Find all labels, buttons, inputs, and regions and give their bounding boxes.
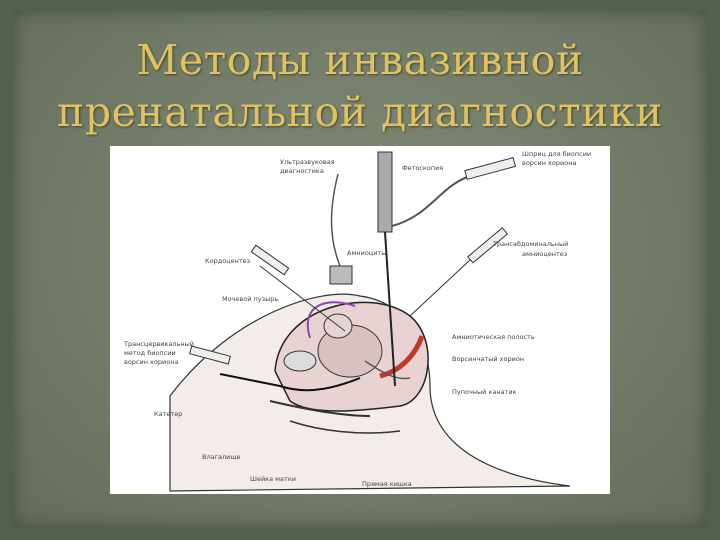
vagina-line xyxy=(269,400,371,417)
label-amnion: Амниоциты xyxy=(347,249,386,257)
title-line-1: Методы инвазивной xyxy=(136,36,584,84)
label-syringe-biopsy: Шприц для биопсии xyxy=(522,150,591,158)
fetoscope-shaft xyxy=(384,231,396,387)
title-line-2: пренатальной диагностики xyxy=(57,88,663,136)
chorion xyxy=(379,335,425,379)
label-ultrasound: Ультразвуковая xyxy=(280,158,335,166)
label-transabdominal: Трансабдоминальный xyxy=(492,240,568,248)
fetoscope-tube xyxy=(391,175,471,227)
rectum-line xyxy=(289,420,401,434)
ultrasound-cable xyxy=(330,173,341,267)
label-bladder: Мочевой пузырь xyxy=(222,295,278,303)
label-amniotic-cavity: Амниотическая полость xyxy=(452,333,535,341)
label-rectum: Прямая кишка xyxy=(362,480,412,488)
label-ultrasound-2: диагностика xyxy=(280,167,324,175)
umbilical-cord-line xyxy=(364,360,411,380)
fetoscope-body xyxy=(377,151,393,233)
label-chorion: Ворсинчатый хорион xyxy=(452,355,524,363)
cordo-needle xyxy=(259,265,346,332)
label-cervix: Шейка матки xyxy=(250,475,296,483)
biopsy-syringe xyxy=(464,157,517,180)
label-transcervical: Трансцервикальный xyxy=(123,340,194,348)
diagram-svg: Ультразвуковая диагностика Фетоскопия Шп… xyxy=(123,150,591,492)
cordo-syringe xyxy=(250,244,290,276)
label-syringe-biopsy-2: ворсин хориона xyxy=(522,159,576,167)
prenatal-diagnosis-diagram: Ультразвуковая диагностика Фетоскопия Шп… xyxy=(110,146,610,494)
placenta xyxy=(306,301,356,339)
label-transabdominal-2: амниоцентез xyxy=(522,250,568,258)
label-vagina: Влагалище xyxy=(202,453,241,461)
transcervical-syringe xyxy=(189,345,231,365)
slide-title: Методы инвазивной пренатальной диагности… xyxy=(20,34,700,138)
label-umbilical-cord: Пупочный канатик xyxy=(452,388,517,396)
catheter xyxy=(219,373,361,392)
label-transcervical-3: ворсин хориона xyxy=(124,358,178,366)
label-fetoscope: Фетоскопия xyxy=(402,164,443,172)
label-transcervical-2: метод биопсии xyxy=(124,349,176,357)
bladder xyxy=(283,350,317,372)
ultrasound-probe xyxy=(329,265,353,285)
label-catheter: Катетер xyxy=(154,410,182,418)
label-cordocentesis: Кордоцентез xyxy=(205,257,251,265)
amnio-syringe xyxy=(467,227,509,264)
